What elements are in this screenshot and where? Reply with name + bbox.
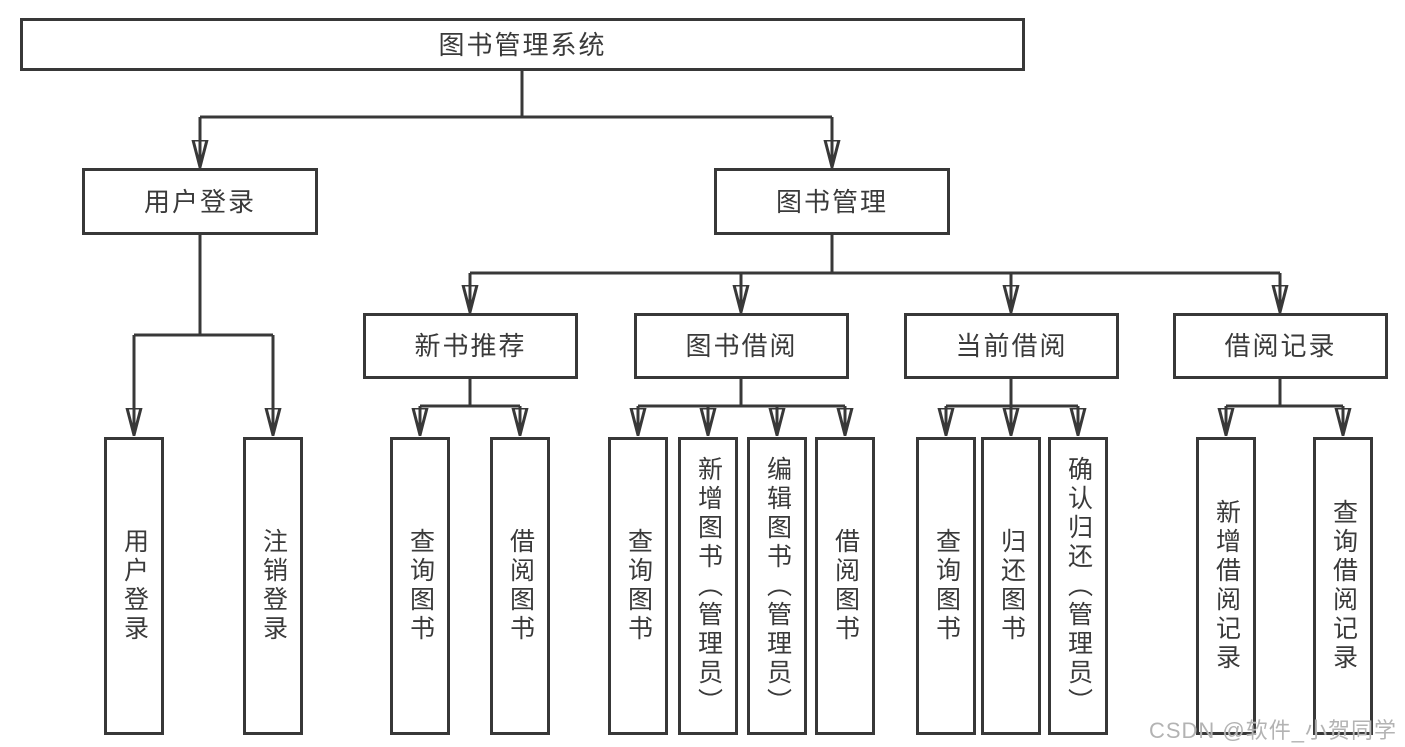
node-borrow-records: 借阅记录 [1173, 313, 1388, 379]
leaf-query-book-rec-label: 查询图书 [406, 528, 435, 644]
node-root: 图书管理系统 [20, 18, 1025, 71]
leaf-query-record-label: 查询借阅记录 [1329, 499, 1358, 673]
node-book-mgmt-module-label: 图书管理 [775, 186, 888, 217]
leaf-add-book: 新增图书（管理员） [678, 437, 738, 735]
leaf-add-record-label: 新增借阅记录 [1212, 499, 1241, 673]
connector-current-borrow-split [946, 379, 1078, 435]
leaf-borrow-book-borrow-label: 借阅图书 [831, 528, 860, 644]
connector-user-login-split [134, 235, 273, 435]
node-user-login-module-label: 用户登录 [143, 186, 256, 217]
node-current-borrow-label: 当前借阅 [955, 331, 1068, 361]
node-new-book-rec-label: 新书推荐 [414, 331, 527, 361]
node-root-label: 图书管理系统 [438, 29, 607, 60]
leaf-user-login: 用户登录 [104, 437, 164, 735]
connector-root-split [200, 71, 832, 167]
leaf-logout: 注销登录 [243, 437, 303, 735]
node-borrow-records-label: 借阅记录 [1224, 331, 1337, 361]
node-book-mgmt-module: 图书管理 [714, 168, 950, 235]
leaf-query-book-borrow-label: 查询图书 [624, 528, 653, 644]
node-book-borrow: 图书借阅 [634, 313, 849, 379]
leaf-user-login-label: 用户登录 [120, 528, 149, 644]
node-user-login-module: 用户登录 [82, 168, 318, 235]
connector-new-book-rec-split [420, 379, 520, 435]
leaf-query-record: 查询借阅记录 [1313, 437, 1373, 735]
leaf-logout-label: 注销登录 [259, 528, 288, 644]
connector-borrow-records-split [1226, 379, 1343, 435]
leaf-return-book-label: 归还图书 [997, 528, 1026, 644]
leaf-query-book-current-label: 查询图书 [932, 528, 961, 644]
leaf-query-book-rec: 查询图书 [390, 437, 450, 735]
leaf-add-book-label: 新增图书（管理员） [694, 455, 723, 717]
leaf-edit-book-label: 编辑图书（管理员） [763, 455, 792, 717]
node-book-borrow-label: 图书借阅 [685, 331, 798, 361]
connector-book-mgmt-split [470, 235, 1280, 312]
node-new-book-rec: 新书推荐 [363, 313, 578, 379]
leaf-edit-book: 编辑图书（管理员） [747, 437, 807, 735]
leaf-borrow-book-borrow: 借阅图书 [815, 437, 875, 735]
node-current-borrow: 当前借阅 [904, 313, 1119, 379]
connector-book-borrow-split [638, 379, 845, 435]
leaf-add-record: 新增借阅记录 [1196, 437, 1256, 735]
leaf-query-book-current: 查询图书 [916, 437, 976, 735]
leaf-return-book: 归还图书 [981, 437, 1041, 735]
leaf-borrow-book-rec: 借阅图书 [490, 437, 550, 735]
leaf-borrow-book-rec-label: 借阅图书 [506, 528, 535, 644]
leaf-confirm-return: 确认归还（管理员） [1048, 437, 1108, 735]
leaf-confirm-return-label: 确认归还（管理员） [1064, 455, 1093, 717]
csdn-watermark: CSDN @软件_小贺同学 [1148, 718, 1397, 743]
leaf-query-book-borrow: 查询图书 [608, 437, 668, 735]
